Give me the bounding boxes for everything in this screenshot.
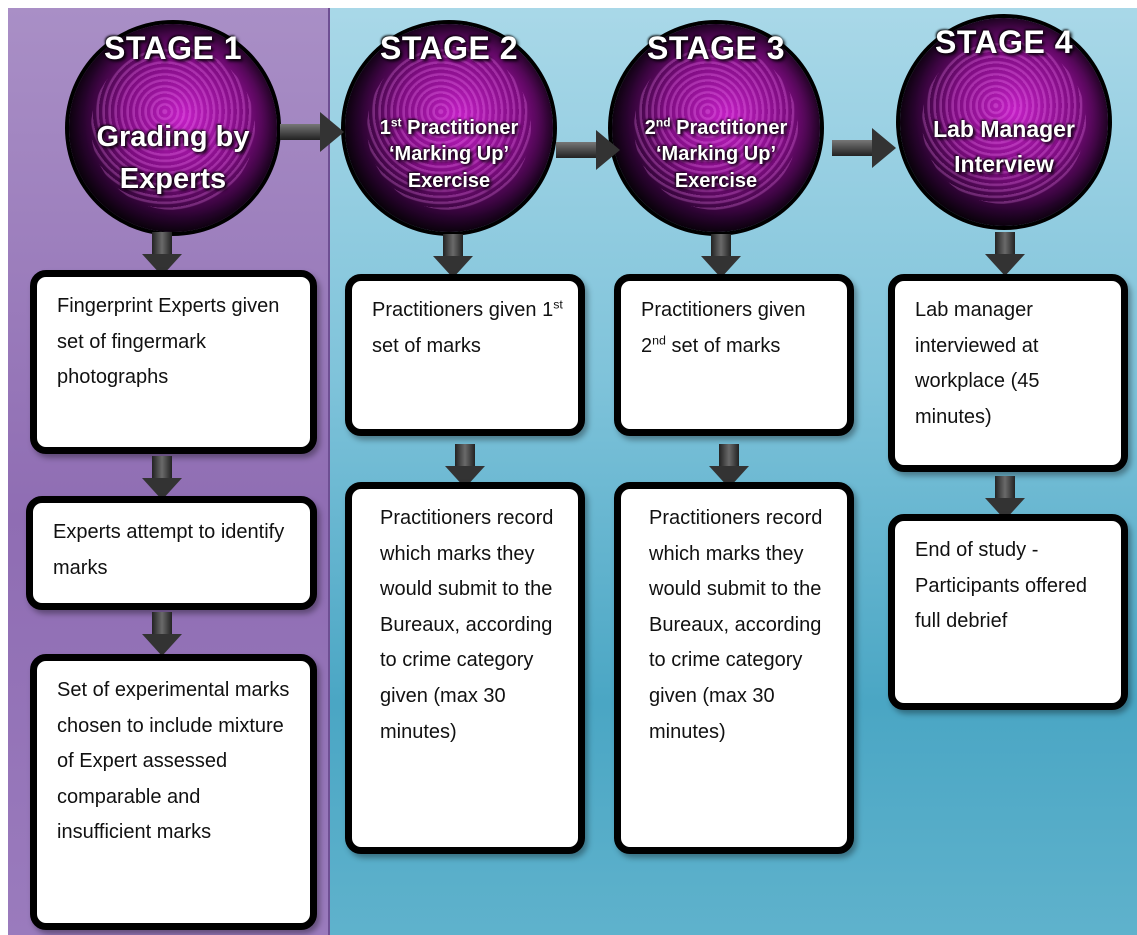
- arrow-down-icon: [142, 612, 182, 656]
- arrow-down-icon: [701, 234, 741, 278]
- stage-2-box-1: Practitioners given 1st set of marks: [345, 274, 585, 436]
- stage-4-fingerprint-circle: [900, 18, 1108, 226]
- stage-1-subtitle-line: Experts: [119, 163, 227, 196]
- arrow-right-icon: [832, 128, 896, 168]
- stage-3-box-2: Practitioners record which marks they wo…: [614, 482, 854, 854]
- fingerprint-icon: [922, 40, 1086, 204]
- fingerprint-icon: [91, 46, 255, 210]
- stage-3-fingerprint-circle: [612, 24, 820, 232]
- arrow-down-icon: [433, 234, 473, 278]
- arrow-right-icon: [556, 130, 620, 170]
- stage-1-box-3: Set of experimental marks chosen to incl…: [30, 654, 317, 930]
- stage-1-fingerprint-circle: [69, 24, 277, 232]
- stage-3-box-1: Practitioners given 2nd set of marks: [614, 274, 854, 436]
- stage-4-subtitle-line: Interview: [954, 150, 1054, 177]
- stage-2-subtitle-line2: ‘Marking Up’: [388, 143, 509, 166]
- stage-3-title: STAGE 3: [646, 30, 786, 66]
- stage-1-title: STAGE 1: [103, 30, 243, 66]
- stage-3-subtitle-line3: Exercise: [674, 169, 758, 192]
- stage-4-box-2: End of study - Participants offered full…: [888, 514, 1128, 710]
- stage-2-fingerprint-circle: [345, 24, 553, 232]
- stage-2-subtitle-line3: Exercise: [407, 169, 491, 192]
- arrow-down-icon: [142, 456, 182, 500]
- stage-3-subtitle: 2nd Practitioner ‘Marking Up’ Exercise: [602, 115, 830, 194]
- stage-4-box-1: Lab manager interviewed at workplace (45…: [888, 274, 1128, 472]
- stage-4-subtitle: Lab Manager Interview: [895, 112, 1113, 181]
- stage-1-subtitle: Grading by Experts: [69, 116, 277, 200]
- stage-3-subtitle-line1: 2nd Practitioner: [644, 115, 788, 139]
- stage-1-box-1: Fingerprint Experts given set of fingerm…: [30, 270, 317, 454]
- stage-2-box-2: Practitioners record which marks they wo…: [345, 482, 585, 854]
- fingerprint-icon: [634, 46, 798, 210]
- stage-2-subtitle-line1: 1st Practitioner: [379, 115, 519, 139]
- stage-2-subtitle: 1st Practitioner ‘Marking Up’ Exercise: [335, 115, 563, 194]
- arrow-down-icon: [985, 232, 1025, 276]
- stage-1-subtitle-line: Grading by: [96, 121, 250, 153]
- stage-4-title: STAGE 4: [934, 24, 1074, 60]
- stage-2-title: STAGE 2: [379, 30, 519, 66]
- arrow-right-icon: [280, 112, 344, 152]
- fingerprint-icon: [367, 46, 531, 210]
- stage-3-subtitle-line2: ‘Marking Up’: [655, 143, 776, 166]
- stage-1-box-2: Experts attempt to identify marks: [26, 496, 317, 610]
- stage-4-subtitle-line: Lab Manager: [933, 116, 1075, 142]
